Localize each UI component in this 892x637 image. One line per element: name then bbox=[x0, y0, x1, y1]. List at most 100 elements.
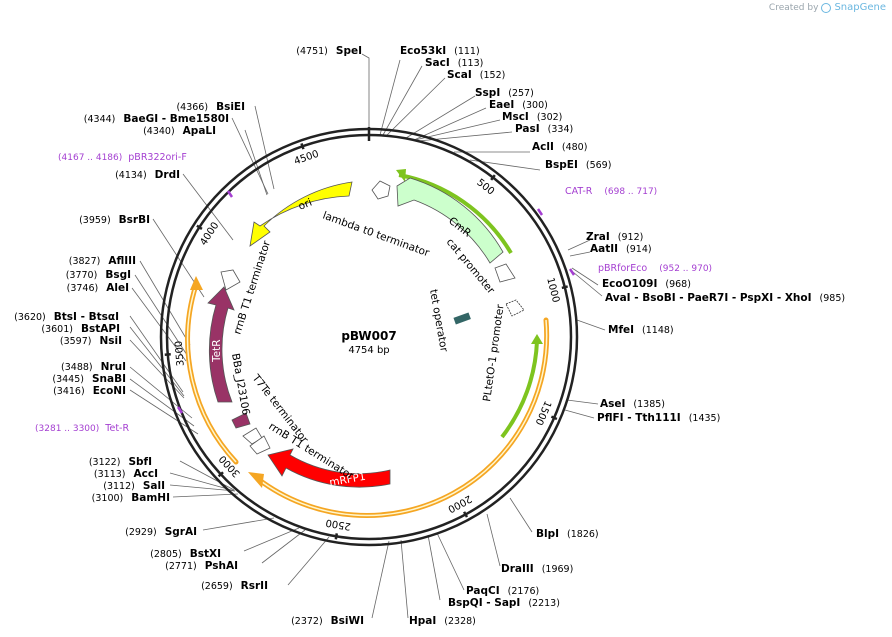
restriction-site-label[interactable]: SacI(113) bbox=[425, 57, 483, 69]
tick-mark bbox=[463, 511, 469, 518]
restriction-site-label[interactable]: AvaI - BsoBI - PaeR7I - PspXI - XhoI (985… bbox=[605, 292, 845, 304]
restriction-site-label[interactable]: (3601)BstAPI bbox=[41, 323, 120, 335]
site-position: (2659) bbox=[201, 581, 233, 592]
site-name: BsrBI bbox=[119, 214, 150, 226]
restriction-site-label[interactable]: (3770)BsgI bbox=[66, 269, 131, 281]
tick-mark bbox=[196, 224, 203, 230]
restriction-site-label[interactable]: ScaI(152) bbox=[447, 69, 505, 81]
restriction-site-label[interactable]: PaqCI(2176) bbox=[466, 585, 539, 597]
restriction-site-label[interactable]: (2805)BstXI bbox=[150, 548, 221, 560]
restriction-site-label[interactable]: (4366)BsiEI bbox=[176, 101, 245, 113]
primer-label[interactable]: (4167 .. 4186) pBR322ori-F bbox=[58, 152, 187, 163]
cassette-arc-right-head bbox=[248, 472, 264, 488]
restriction-site-label[interactable]: EaeI(300) bbox=[489, 99, 548, 111]
restriction-site-label[interactable]: BlpI(1826) bbox=[536, 528, 599, 540]
restriction-site-label[interactable]: ZraI(912) bbox=[586, 231, 643, 243]
primer-labels: CAT-R(698 .. 717) pBRforEco(952 .. 970) (3… bbox=[35, 152, 712, 434]
restriction-site-label[interactable]: (4751) SpeI bbox=[296, 45, 362, 57]
label-lambda-t0: lambda t0 terminator bbox=[321, 210, 432, 260]
site-position: (3112) bbox=[103, 481, 135, 492]
site-name: RsrII bbox=[241, 580, 268, 592]
primer-label[interactable]: pBRforEco(952 .. 970) bbox=[598, 263, 712, 274]
feature-ori[interactable]: ori bbox=[249, 181, 353, 247]
primer-name: pBR322ori-F bbox=[128, 152, 187, 163]
site-name: AccI bbox=[134, 468, 158, 480]
restriction-site-label[interactable]: (3746)AleI bbox=[67, 282, 129, 294]
restriction-site-label[interactable]: (4134)DrdI bbox=[115, 169, 180, 181]
site-position: (334) bbox=[548, 124, 574, 135]
site-name: Eco53kI bbox=[400, 45, 446, 57]
primer-label[interactable]: (3281 .. 3300)Tet-R bbox=[35, 423, 129, 434]
restriction-site-label[interactable]: AseI(1385) bbox=[600, 398, 665, 410]
site-name: AflIII bbox=[108, 255, 136, 267]
restriction-site-label[interactable]: Eco53kI(111) bbox=[400, 45, 480, 57]
tick-label: 4500 bbox=[293, 149, 321, 168]
site-position: (569) bbox=[586, 160, 612, 171]
restriction-site-label[interactable]: (3620)BtsI - BtsαI bbox=[14, 311, 119, 323]
site-name: SpeI bbox=[336, 45, 362, 57]
site-position: (1148) bbox=[642, 325, 674, 336]
restriction-site-label[interactable]: (3416)EcoNI bbox=[53, 385, 126, 397]
tick-label: 500 bbox=[474, 177, 496, 197]
restriction-site-label[interactable]: (2771)PshAI bbox=[165, 560, 238, 572]
site-position: (1969) bbox=[542, 564, 574, 575]
site-name: AvaI - BsoBI - PaeR7I - PspXI - XhoI bbox=[605, 292, 812, 304]
tick-mark bbox=[217, 471, 224, 478]
site-name: BaeGI - Bme1580I bbox=[123, 113, 229, 125]
site-position: (4751) bbox=[296, 46, 328, 57]
primer-label[interactable]: CAT-R(698 .. 717) bbox=[565, 186, 657, 197]
restriction-site-label[interactable]: EcoO109I(968) bbox=[602, 278, 691, 290]
restriction-site-label[interactable]: (2659) RsrII bbox=[201, 580, 268, 592]
restriction-site-label[interactable]: MfeI (1148) bbox=[608, 324, 674, 336]
tick-label: 2500 bbox=[325, 517, 352, 532]
restriction-site-label[interactable]: (2929)SgrAI bbox=[125, 526, 197, 538]
svg-text:TetR: TetR bbox=[211, 339, 223, 363]
restriction-site-label[interactable]: (3488)NruI bbox=[61, 361, 126, 373]
restriction-site-label[interactable]: (3100)BamHI bbox=[92, 492, 170, 504]
primer-range: (3281 .. 3300) bbox=[35, 424, 99, 434]
restriction-site-label[interactable]: (3112)SalI bbox=[103, 480, 165, 492]
site-position: (3827) bbox=[69, 256, 101, 267]
restriction-site-label[interactable]: PflFI - Tth111I(1435) bbox=[597, 412, 720, 424]
tick-mark bbox=[550, 415, 558, 421]
site-position: (2176) bbox=[508, 586, 540, 597]
restriction-site-label[interactable]: DraIII (1969) bbox=[501, 563, 573, 575]
label-bba-j23106: BBa_J23106 bbox=[229, 352, 252, 416]
restriction-site-label[interactable]: (4340)ApaLI bbox=[143, 125, 216, 137]
site-position: (968) bbox=[665, 279, 691, 290]
restriction-site-label[interactable]: PasI(334) bbox=[515, 123, 573, 135]
restriction-site-label[interactable]: (2372)BsiWI bbox=[291, 615, 364, 627]
site-name: DraIII bbox=[501, 563, 534, 575]
restriction-site-label[interactable]: SspI(257) bbox=[475, 87, 534, 99]
restriction-site-label[interactable]: (3827) AflIII bbox=[69, 255, 136, 267]
site-name: ApaLI bbox=[183, 125, 216, 137]
restriction-site-label[interactable]: (3122)SbfI bbox=[89, 456, 152, 468]
pltet-cassette-arc bbox=[500, 340, 539, 439]
site-name: HpaI bbox=[409, 615, 436, 627]
restriction-site-label[interactable]: (3959)BsrBI bbox=[79, 214, 150, 226]
primer-name: pBRforEco bbox=[598, 263, 647, 274]
feature-mrfp1[interactable]: mRFP1 bbox=[267, 448, 391, 489]
site-position: (985) bbox=[820, 293, 846, 304]
restriction-site-label[interactable]: (3445)SnaBI bbox=[52, 373, 126, 385]
cmr-cassette-arc-head bbox=[396, 169, 406, 182]
restriction-site-label[interactable]: BspQI - SapI(2213) bbox=[448, 597, 560, 609]
restriction-site-label[interactable]: MscI(302) bbox=[502, 111, 562, 123]
site-name: MfeI bbox=[608, 324, 634, 336]
restriction-site-label[interactable]: AatII(914) bbox=[590, 243, 652, 255]
restriction-site-label[interactable]: HpaI (2328) bbox=[409, 615, 476, 627]
label-pltet-promoter: PLtetO-1 promoter bbox=[481, 303, 507, 402]
feature-tetr[interactable]: TetR bbox=[207, 286, 235, 403]
site-name: ZraI bbox=[586, 231, 610, 243]
primer-range: (4167 .. 4186) bbox=[58, 153, 122, 163]
restriction-site-label[interactable]: (3597)NsiI bbox=[60, 335, 122, 347]
tick-mark bbox=[300, 143, 305, 150]
snapgene-watermark: Created by SnapGene bbox=[769, 2, 886, 13]
restriction-site-label[interactable]: AclI(480) bbox=[532, 141, 587, 153]
restriction-site-label[interactable]: (3113)AccI bbox=[94, 468, 158, 480]
primer-mark bbox=[176, 406, 184, 414]
restriction-site-label[interactable]: BspEI(569) bbox=[545, 159, 611, 171]
site-position: (2328) bbox=[444, 616, 476, 627]
plasmid-length: 4754 bp bbox=[348, 345, 389, 356]
restriction-site-label[interactable]: (4344)BaeGI - Bme1580I bbox=[84, 113, 229, 125]
